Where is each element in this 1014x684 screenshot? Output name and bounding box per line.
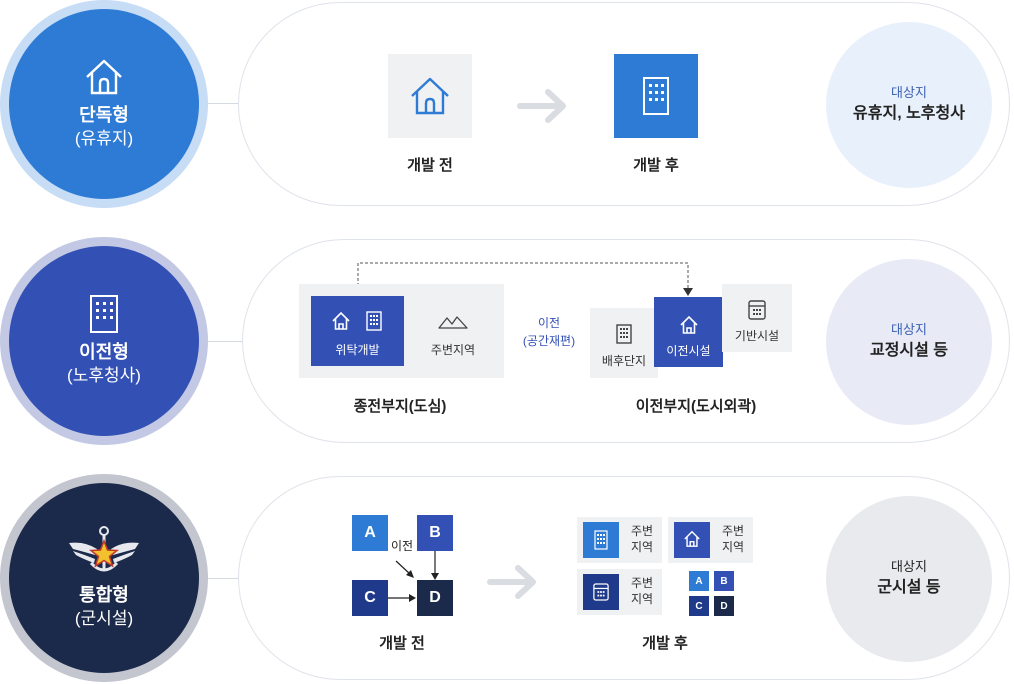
facility-icon: [748, 300, 766, 320]
house-icon: [411, 77, 449, 115]
row1-subtitle: (유휴지): [74, 129, 134, 148]
row3-connector: [205, 578, 241, 579]
row3-move-label: 이전: [390, 539, 414, 553]
row1-before-caption: 개발 전: [407, 157, 453, 174]
building-icon: [643, 77, 669, 115]
house-icon: [332, 311, 350, 330]
military-emblem-icon: [69, 526, 139, 572]
origin-site-caption: 종전부지(도심): [353, 398, 447, 415]
node-d: D: [417, 580, 453, 616]
row3-after-caption: 개발 후: [642, 635, 688, 652]
row1-before-box: [388, 54, 472, 138]
house-icon: [684, 530, 700, 547]
building-icon: [616, 324, 632, 344]
house-icon: [680, 315, 698, 334]
mini-node-c: C: [689, 596, 709, 616]
target-value: 유휴지, 노후청사: [853, 105, 965, 122]
arrow-right-icon: [517, 89, 566, 123]
mountain-icon: [438, 316, 468, 329]
house-icon: [86, 59, 122, 95]
target-label: 대상지: [891, 559, 927, 574]
row1-after-box: [614, 54, 698, 138]
row1-target: 대상지 유휴지, 노후청사: [826, 22, 992, 188]
node-c: C: [352, 580, 388, 616]
surround-label: 주변지역: [430, 343, 476, 357]
trust-dev-box: 위탁개발: [311, 296, 404, 366]
relocation-site-caption: 이전부지(도시외곽): [635, 398, 757, 415]
row2-circle[interactable]: 이전형 (노후청사): [9, 246, 199, 436]
row2-title: 이전형: [79, 342, 129, 362]
infra-label: 기반시설: [734, 329, 780, 343]
target-label: 대상지: [891, 322, 927, 337]
after-cell-2-label: 주변 지역: [721, 524, 745, 554]
relocation-dashed-arrow: [357, 262, 693, 296]
after-cell-3-square: [583, 574, 619, 610]
row1-title: 단독형: [79, 105, 129, 125]
row3-subtitle: (군시설): [74, 609, 134, 628]
row3-circle[interactable]: 통합형 (군시설): [9, 483, 199, 673]
back-complex-box: 배후단지: [590, 308, 658, 378]
target-value: 교정시설 등: [869, 342, 949, 359]
after-cell-3-label: 주변 지역: [630, 576, 654, 606]
mini-node-d: D: [714, 596, 734, 616]
row1-after-caption: 개발 후: [633, 157, 679, 174]
row1-circle[interactable]: 단독형 (유휴지): [9, 9, 199, 199]
relocated-facility-label: 이전시설: [666, 344, 711, 358]
row3-before-caption: 개발 전: [379, 635, 425, 652]
node-a: A: [352, 515, 388, 551]
target-value: 군시설 등: [877, 579, 941, 596]
mini-node-b: B: [714, 571, 734, 591]
arrow-right-icon: [487, 565, 536, 599]
relocated-facility-box: 이전시설: [654, 297, 723, 367]
node-arrows: [388, 551, 439, 602]
row2-target: 대상지 교정시설 등: [826, 259, 992, 425]
facility-icon: [593, 583, 609, 601]
row1-connector: [205, 103, 241, 104]
after-cell-1: 주변 지역: [577, 517, 662, 563]
move-label: 이전: [537, 316, 561, 330]
after-cell-1-square: [583, 522, 619, 558]
node-b: B: [417, 515, 453, 551]
building-icon: [90, 295, 118, 333]
after-cell-2-square: [674, 522, 710, 558]
after-cell-3: 주변 지역: [577, 569, 662, 615]
target-label: 대상지: [891, 85, 927, 100]
mini-node-a: A: [689, 571, 709, 591]
row3-title: 통합형: [79, 585, 129, 605]
after-cell-2: 주변 지역: [668, 517, 753, 563]
row3-target: 대상지 군시설 등: [826, 496, 992, 662]
move-sublabel: (공간재편): [522, 334, 576, 348]
back-complex-label: 배후단지: [601, 354, 647, 368]
after-cell-1-label: 주변 지역: [630, 524, 654, 554]
row2-subtitle: (노후청사): [67, 366, 141, 385]
trust-dev-label: 위탁개발: [335, 343, 380, 357]
building-icon: [594, 530, 608, 550]
infra-box: 기반시설: [722, 284, 792, 352]
building-icon: [366, 311, 382, 331]
row2-connector: [205, 341, 245, 342]
